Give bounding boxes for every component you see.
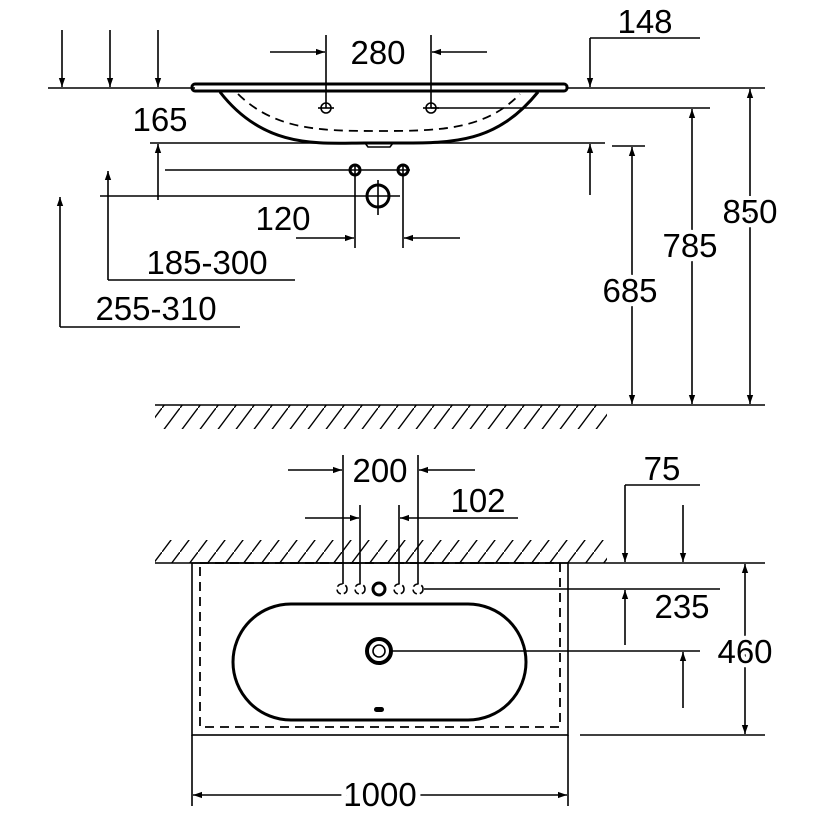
drain xyxy=(365,637,393,665)
basin-rim xyxy=(190,82,569,93)
dim-235-label: 235 xyxy=(654,588,709,625)
dim-460-label: 460 xyxy=(717,633,772,670)
basin-side-profile xyxy=(218,91,540,145)
dim-185-300-label: 185-300 xyxy=(146,244,267,281)
basin-bowl xyxy=(231,602,528,722)
dim-255-310-label: 255-310 xyxy=(95,290,216,327)
dim-148-label: 148 xyxy=(617,3,672,40)
floor-hatch xyxy=(155,405,607,429)
basin-inner-dashed xyxy=(199,562,561,728)
dim-850-label: 850 xyxy=(722,193,777,230)
dim-280-label: 280 xyxy=(350,34,405,71)
dim-785-label: 785 xyxy=(662,227,717,264)
dim-102-label: 102 xyxy=(450,482,505,519)
dim-685-label: 685 xyxy=(602,272,657,309)
dim-120-label: 120 xyxy=(255,200,310,237)
basin-inner-dashed xyxy=(237,93,521,132)
tap-holes xyxy=(336,581,424,597)
dim-165-label: 165 xyxy=(132,101,187,138)
tap-hole-markers xyxy=(318,102,439,114)
basin-drain-outlet xyxy=(364,142,394,148)
side-view: 280 148 165 120 185-300 255-310 685 785 … xyxy=(48,3,782,429)
dim-200-label: 200 xyxy=(352,452,407,489)
overflow xyxy=(374,707,384,712)
plan-view: 200 102 75 235 460 1000 xyxy=(155,450,777,818)
dim-75-label: 75 xyxy=(644,450,681,487)
dim-1000-label: 1000 xyxy=(343,776,416,813)
wall-hatch xyxy=(155,540,607,563)
